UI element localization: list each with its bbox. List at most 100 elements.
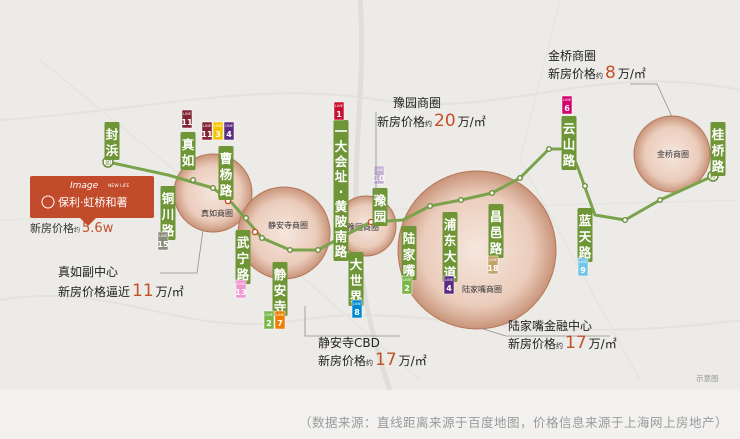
station-sign-dashijie xyxy=(348,252,364,306)
callout-title-lujiazui: 陆家嘴金融中心 xyxy=(508,318,592,333)
price-number-zhenru: 11 xyxy=(132,281,154,301)
terminal-marker-fengbang-glyph: 如 xyxy=(105,159,111,167)
line-badge-10 xyxy=(373,165,385,185)
station-sign-char: 浦 xyxy=(444,217,457,232)
line-badge-number: 2 xyxy=(404,284,410,293)
project-brand-en: NEW LIFE xyxy=(108,183,130,189)
leader-zhenru xyxy=(160,229,204,274)
district-name-zhenru: 真如商圈 xyxy=(201,208,233,218)
station-sign-char: 武 xyxy=(237,235,250,250)
station-sign-char: 真 xyxy=(182,137,195,152)
line-badge-3 xyxy=(212,121,224,141)
project-brand-cn: 保利·虹桥和著 xyxy=(58,195,128,209)
line-badge-1 xyxy=(333,101,345,121)
line-badge-8 xyxy=(351,299,363,319)
station-sign-char: 铜 xyxy=(162,191,175,206)
line-badge-13 xyxy=(235,279,247,299)
station-sign-char: 南 xyxy=(335,229,348,244)
line-badge-7 xyxy=(274,310,286,330)
station-sign-char: 静 xyxy=(274,267,287,282)
line-badge-word: LINE xyxy=(375,168,383,172)
transfer-dot xyxy=(251,228,259,236)
line-badge-number: 4 xyxy=(446,284,452,293)
line-badge-word: LINE xyxy=(159,234,167,238)
district-name-lujiazui: 陆家嘴商圈 xyxy=(462,284,502,294)
line-badge-6 xyxy=(561,95,573,115)
station-sign-char: 杨 xyxy=(220,167,233,182)
station-sign-lujiazui xyxy=(401,226,417,280)
line-badge-11 xyxy=(181,109,193,129)
line-badge-9 xyxy=(577,257,589,277)
station-sign-char: 安 xyxy=(274,283,287,298)
leader-jinqiao xyxy=(630,83,673,118)
leader-lujiazui xyxy=(479,327,610,337)
callout-leaders xyxy=(160,83,673,337)
line-badge-4 xyxy=(223,121,235,141)
station-sign-char: 如 xyxy=(182,153,195,168)
station-dot xyxy=(242,214,249,221)
station-sign-caoyang xyxy=(218,146,234,200)
line-badge-4 xyxy=(443,275,455,295)
station-sign-wuning xyxy=(235,230,251,284)
station-sign-char: 一 xyxy=(335,124,348,139)
line-badge-number: 4 xyxy=(226,130,232,139)
line-badge-word: LINE xyxy=(183,112,191,116)
line-badge-word: LINE xyxy=(214,124,222,128)
line-badge-word: LINE xyxy=(203,124,211,128)
diagram-note: 示意图 xyxy=(696,373,719,383)
price-number-lujiazui: 17 xyxy=(565,333,587,353)
line-badge-number: 9 xyxy=(580,266,586,275)
station-sign-char: 路 xyxy=(579,245,592,260)
station-sign-char: 豫 xyxy=(374,193,387,208)
line-badge-number: 1 xyxy=(336,110,342,119)
station-dot xyxy=(622,216,629,223)
station-sign-char: 园 xyxy=(374,209,387,224)
station-sign-char: 路 xyxy=(237,267,250,282)
line-badge-15 xyxy=(157,231,169,251)
station-dot xyxy=(427,202,434,209)
station-sign-lantian xyxy=(577,208,593,262)
station-dot xyxy=(489,189,496,196)
station-dot xyxy=(517,174,524,181)
station-sign-char: 封 xyxy=(106,127,119,142)
station-dot xyxy=(657,196,664,203)
station-sign-char: 路 xyxy=(335,244,348,259)
station-sign-char: 云 xyxy=(563,121,576,136)
price-number-jingan: 17 xyxy=(375,350,397,370)
district-circle-lujiazui xyxy=(397,170,557,330)
station-sign-char: 址 xyxy=(335,169,348,184)
price-number-yuyuan: 20 xyxy=(434,111,456,131)
station-sign-char: 东 xyxy=(444,233,457,248)
line-badge-number: 18 xyxy=(487,264,499,273)
line-badge-number: 3 xyxy=(215,130,221,139)
line-badge-number: 13 xyxy=(235,288,246,297)
station-sign-changyi xyxy=(488,204,504,258)
station-sign-char: 山 xyxy=(563,137,576,152)
line-badge-2 xyxy=(401,275,413,295)
line-badge-word: LINE xyxy=(445,278,453,282)
station-sign-char: 宁 xyxy=(237,251,250,266)
line-badge-11 xyxy=(201,121,213,141)
line-badge-number: 6 xyxy=(564,104,570,113)
district-name-jinqiao: 金桥商圈 xyxy=(657,149,689,159)
station-dot xyxy=(458,196,465,203)
station-sign-yunshan xyxy=(561,116,577,170)
station-sign-char: 会 xyxy=(335,154,348,169)
data-source-note: （数据来源：直线距离来源于百度地图，价格信息来源于上海网上房地产） xyxy=(298,415,728,430)
line-badge-word: LINE xyxy=(353,302,361,306)
line-badge-word: LINE xyxy=(237,282,245,286)
station-sign-char: 大 xyxy=(444,249,457,264)
station-dot xyxy=(287,246,294,253)
line-badge-word: LINE xyxy=(403,278,411,282)
line-badge-number: 8 xyxy=(354,308,360,317)
station-sign-char: 大 xyxy=(335,139,348,154)
district-circle-jinqiao xyxy=(633,115,711,193)
line-badge-word: LINE xyxy=(335,104,343,108)
line-badge-word: LINE xyxy=(276,313,284,317)
